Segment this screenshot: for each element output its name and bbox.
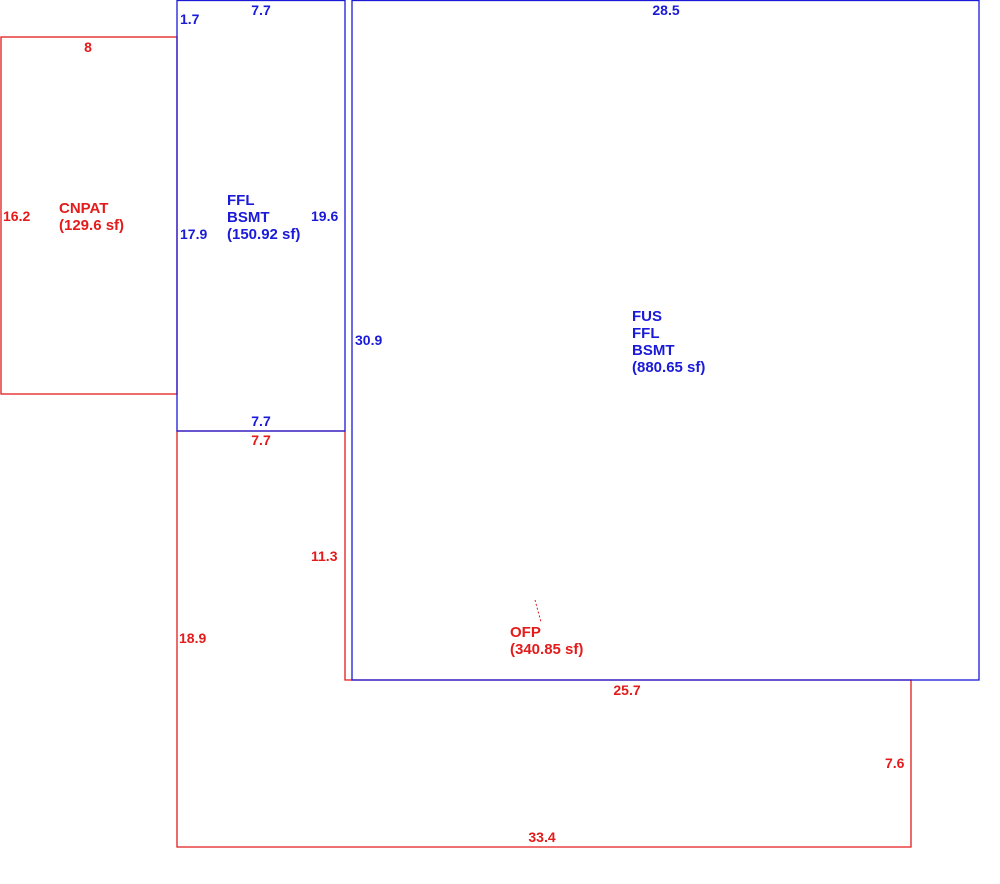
ofp-leader-line xyxy=(534,599,542,623)
dim-small-corner: 1.7 xyxy=(180,11,200,27)
dim-big-top: 28.5 xyxy=(652,2,679,18)
fus-ffl-bsmt-label: FUS FFL BSMT (880.65 sf) xyxy=(632,308,705,376)
fus-ffl-bsmt-outline xyxy=(351,0,980,681)
fus-line3: BSMT xyxy=(632,342,675,359)
ofp-area: (340.85 sf) xyxy=(510,641,583,658)
dim-cnpat-top: 8 xyxy=(84,39,92,55)
ofp-label: OFP (340.85 sf) xyxy=(510,624,583,658)
fus-area: (880.65 sf) xyxy=(632,359,705,376)
ffl-bsmt-small-outline xyxy=(176,0,346,432)
dim-big-left: 30.9 xyxy=(355,332,382,348)
ffl-bsmt-small-line2: BSMT xyxy=(227,209,270,226)
dim-ofp-right: 7.6 xyxy=(885,755,905,771)
dim-ofp-bottom: 33.4 xyxy=(528,829,555,845)
ofp-outline xyxy=(176,430,912,848)
ofp-name: OFP xyxy=(510,624,541,641)
dim-ofp-left: 18.9 xyxy=(179,630,206,646)
dim-ofp-inner: 11.3 xyxy=(311,548,338,564)
cnpat-name: CNPAT xyxy=(59,200,108,217)
fus-line1: FUS xyxy=(632,308,662,325)
ffl-bsmt-small-area: (150.92 sf) xyxy=(227,226,300,243)
fus-line2: FFL xyxy=(632,325,660,342)
dim-ofp-top: 7.7 xyxy=(251,432,271,448)
dim-small-top: 7.7 xyxy=(251,2,271,18)
dim-cnpat-left: 16.2 xyxy=(3,208,30,224)
ffl-bsmt-small-label: FFL BSMT (150.92 sf) xyxy=(227,192,300,243)
dim-small-left: 17.9 xyxy=(180,226,207,242)
cnpat-label: CNPAT (129.6 sf) xyxy=(59,200,124,234)
dim-ofp-mid: 25.7 xyxy=(613,682,640,698)
ffl-bsmt-small-line1: FFL xyxy=(227,192,255,209)
dim-small-bottom: 7.7 xyxy=(251,413,271,429)
dim-small-right: 19.6 xyxy=(311,208,338,224)
cnpat-area: (129.6 sf) xyxy=(59,217,124,234)
